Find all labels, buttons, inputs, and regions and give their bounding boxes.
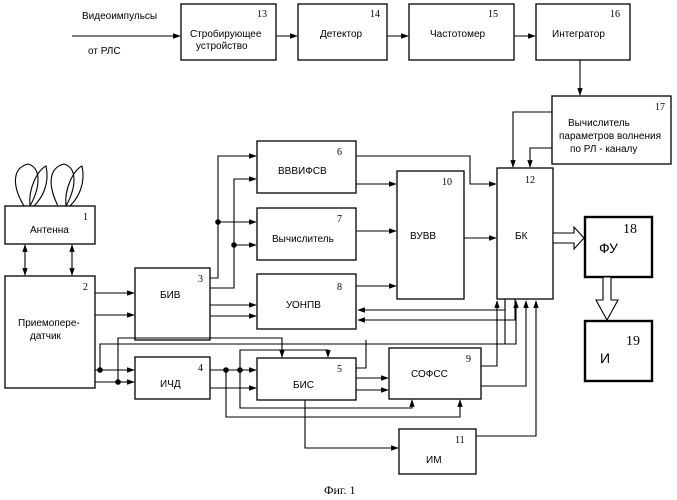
svg-text:ФУ: ФУ	[599, 240, 618, 256]
svg-text:11: 11	[455, 435, 465, 446]
svg-text:6: 6	[337, 147, 342, 158]
svg-text:7: 7	[337, 214, 342, 225]
svg-text:5: 5	[337, 364, 342, 375]
video-pulses-label: Видеоимпульсы	[82, 11, 157, 22]
block-1-antenna: 1 Антенна	[5, 206, 95, 244]
svg-text:3: 3	[198, 274, 203, 285]
fu-to-i-arrow	[596, 277, 618, 320]
block-10-vuvv: 10 ВУВВ	[397, 171, 464, 299]
svg-text:Приемопере-: Приемопере-	[18, 318, 80, 329]
svg-text:И: И	[600, 350, 610, 366]
block-17-wave-parameters-calculator: 17 Вычислитель параметров волнения по РЛ…	[552, 96, 671, 164]
block-14-detector: 14 Детектор	[298, 4, 387, 60]
antenna-lobes-icon	[15, 164, 83, 206]
svg-text:ИМ: ИМ	[426, 455, 442, 466]
svg-text:Детектор: Детектор	[320, 29, 363, 40]
svg-text:Вычислитель: Вычислитель	[272, 234, 334, 245]
bk-to-fu-arrow	[553, 227, 584, 249]
svg-text:1: 1	[83, 212, 88, 223]
svg-text:БИВ: БИВ	[160, 290, 181, 301]
svg-text:СОФСС: СОФСС	[411, 369, 448, 380]
svg-text:датчик: датчик	[30, 331, 62, 342]
svg-text:19: 19	[626, 334, 640, 349]
block-8-uonpv: 8 УОНПВ	[257, 274, 356, 329]
svg-text:ИЧД: ИЧД	[160, 379, 181, 390]
svg-text:17: 17	[655, 102, 665, 113]
block-6-vvvifsv: 6 ВВВИФСВ	[257, 141, 356, 193]
svg-text:БК: БК	[515, 231, 528, 242]
block-7-calculator: 7 Вычислитель	[257, 208, 356, 260]
svg-text:параметров волнения: параметров волнения	[559, 131, 661, 142]
svg-text:13: 13	[257, 9, 267, 20]
block-9-sofss: 9 СОФСС	[389, 348, 481, 399]
block-19-i: 19 И	[585, 321, 652, 381]
svg-text:16: 16	[610, 9, 620, 20]
svg-text:Антенна: Антенна	[30, 225, 69, 236]
svg-text:Стробирующее: Стробирующее	[190, 28, 262, 40]
block-3-biv: 3 БИВ	[135, 268, 210, 340]
svg-text:15: 15	[488, 9, 498, 20]
svg-text:Частотомер: Частотомер	[430, 29, 486, 40]
block-5-bis: 5 БИС	[257, 358, 356, 400]
svg-text:УОНПВ: УОНПВ	[286, 300, 321, 311]
svg-text:4: 4	[198, 363, 203, 374]
svg-text:2: 2	[83, 282, 88, 293]
svg-text:БИС: БИС	[293, 380, 314, 391]
svg-text:8: 8	[337, 282, 342, 293]
block-2-transceiver: 2 Приемопере- датчик	[5, 276, 95, 388]
svg-text:по РЛ - каналу: по РЛ - каналу	[570, 144, 637, 155]
svg-text:18: 18	[623, 222, 637, 237]
figure-caption: Фиг. 1	[324, 483, 355, 497]
svg-text:ВВВИФСВ: ВВВИФСВ	[278, 166, 327, 177]
svg-text:10: 10	[442, 177, 452, 188]
from-radar-label: от РЛС	[88, 46, 121, 57]
svg-text:14: 14	[370, 9, 380, 20]
block-16-integrator: 16 Интегратор	[536, 4, 630, 60]
svg-text:12: 12	[525, 175, 535, 186]
svg-text:Интегратор: Интегратор	[552, 29, 605, 40]
block-12-bk: 12 БК	[497, 168, 553, 299]
svg-text:ВУВВ: ВУВВ	[410, 231, 436, 242]
svg-text:Вычислитель: Вычислитель	[568, 118, 630, 129]
svg-text:9: 9	[466, 354, 471, 365]
block-13-strobe-device: 13 Стробирующее устройство	[181, 4, 276, 60]
block-18-fu: 18 ФУ	[585, 217, 652, 277]
svg-text:устройство: устройство	[196, 41, 248, 52]
block-15-frequency-meter: 15 Частотомер	[409, 4, 514, 60]
block-4-ichd: 4 ИЧД	[135, 357, 210, 399]
block-11-im: 11 ИМ	[399, 429, 476, 474]
